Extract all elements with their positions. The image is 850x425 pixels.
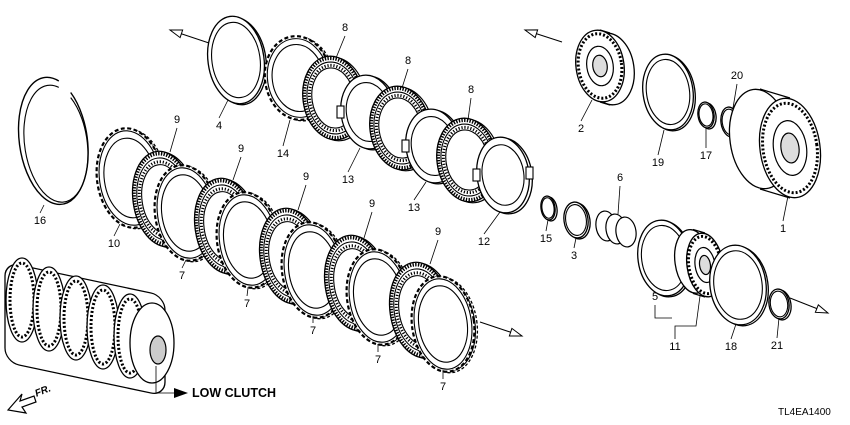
callout-10: 10 <box>107 238 121 250</box>
front-direction-arrow <box>6 393 37 414</box>
leader-10 <box>113 223 121 237</box>
leader-9d <box>363 211 373 239</box>
leader-11 <box>674 295 701 339</box>
leader-18 <box>730 323 737 340</box>
leader-3 <box>573 237 577 249</box>
callout-12: 12 <box>477 236 491 248</box>
axis-arrow-left <box>168 29 216 46</box>
callout-9d: 9 <box>368 198 376 210</box>
leader-8c <box>467 97 472 121</box>
leader-1 <box>782 195 789 222</box>
leader-14 <box>282 119 291 147</box>
low-clutch-label: LOW CLUTCH <box>192 386 277 400</box>
leader-9e <box>429 239 439 265</box>
leader-4 <box>218 99 229 119</box>
leader-7b <box>246 287 249 297</box>
o-ring-19 <box>642 53 696 132</box>
callout-7a: 7 <box>178 270 186 282</box>
callout-7e: 7 <box>439 381 447 393</box>
leader-13a <box>347 147 361 173</box>
callout-9a: 9 <box>173 114 181 126</box>
callout-6: 6 <box>616 172 624 184</box>
axis-arrow-right <box>789 297 830 314</box>
leader-9c <box>297 184 307 211</box>
leader-20 <box>732 83 738 109</box>
callout-8b: 8 <box>404 55 412 67</box>
low-clutch-arrowhead <box>174 388 188 398</box>
axis-arrow-lower <box>479 321 524 337</box>
leader-8b <box>401 68 409 89</box>
leader-13b <box>413 181 427 201</box>
leader-6 <box>617 185 621 215</box>
leader-2 <box>580 99 593 122</box>
callout-15: 15 <box>539 233 553 245</box>
plate-12 <box>472 136 534 215</box>
callout-13b: 13 <box>407 202 421 214</box>
drum-2 <box>575 29 635 106</box>
snap-ring-16 <box>17 76 89 206</box>
leader-19 <box>657 129 665 156</box>
clutch-drum-1 <box>728 88 822 199</box>
o-ring-5 <box>637 219 693 298</box>
spring-6 <box>595 210 637 248</box>
callout-2: 2 <box>577 123 585 135</box>
leader-8a <box>335 35 346 59</box>
callout-7c: 7 <box>309 325 317 337</box>
leader-5 <box>654 305 672 319</box>
snap-ring-15 <box>540 195 558 222</box>
callout-9c: 9 <box>302 171 310 183</box>
callout-8c: 8 <box>467 84 475 96</box>
callout-1: 1 <box>779 223 787 235</box>
callout-5: 5 <box>651 291 659 303</box>
plate-7-5 <box>410 275 479 374</box>
ring-4 <box>206 15 268 106</box>
callout-9b: 9 <box>237 143 245 155</box>
callout-18: 18 <box>724 341 738 353</box>
leader-9a <box>169 127 178 153</box>
low-clutch-leader <box>155 366 176 394</box>
callout-9e: 9 <box>434 226 442 238</box>
callout-21: 21 <box>770 340 784 352</box>
leader-15 <box>545 219 549 232</box>
diagram-code: TL4EA1400 <box>778 407 831 418</box>
callout-20: 20 <box>730 70 744 82</box>
leader-16 <box>39 204 45 214</box>
leader-12 <box>483 211 501 235</box>
callout-16: 16 <box>33 215 47 227</box>
ring-21 <box>768 288 792 321</box>
callout-17: 17 <box>699 150 713 162</box>
callout-8a: 8 <box>341 22 349 34</box>
washer-3 <box>563 201 591 240</box>
callout-7b: 7 <box>243 298 251 310</box>
clutch-shaft-assembly <box>4 257 175 395</box>
callout-3: 3 <box>570 250 578 262</box>
o-ring-18 <box>709 244 769 327</box>
callout-19: 19 <box>651 157 665 169</box>
ring-17 <box>697 101 717 130</box>
callout-14: 14 <box>276 148 290 160</box>
leader-9b <box>232 156 242 181</box>
leader-21 <box>776 317 780 339</box>
callout-11: 11 <box>669 341 681 353</box>
axis-arrow-upper <box>523 29 563 43</box>
callout-13a: 13 <box>341 174 355 186</box>
leader-7a <box>181 259 187 269</box>
callout-4: 4 <box>215 120 223 132</box>
callout-7d: 7 <box>374 354 382 366</box>
